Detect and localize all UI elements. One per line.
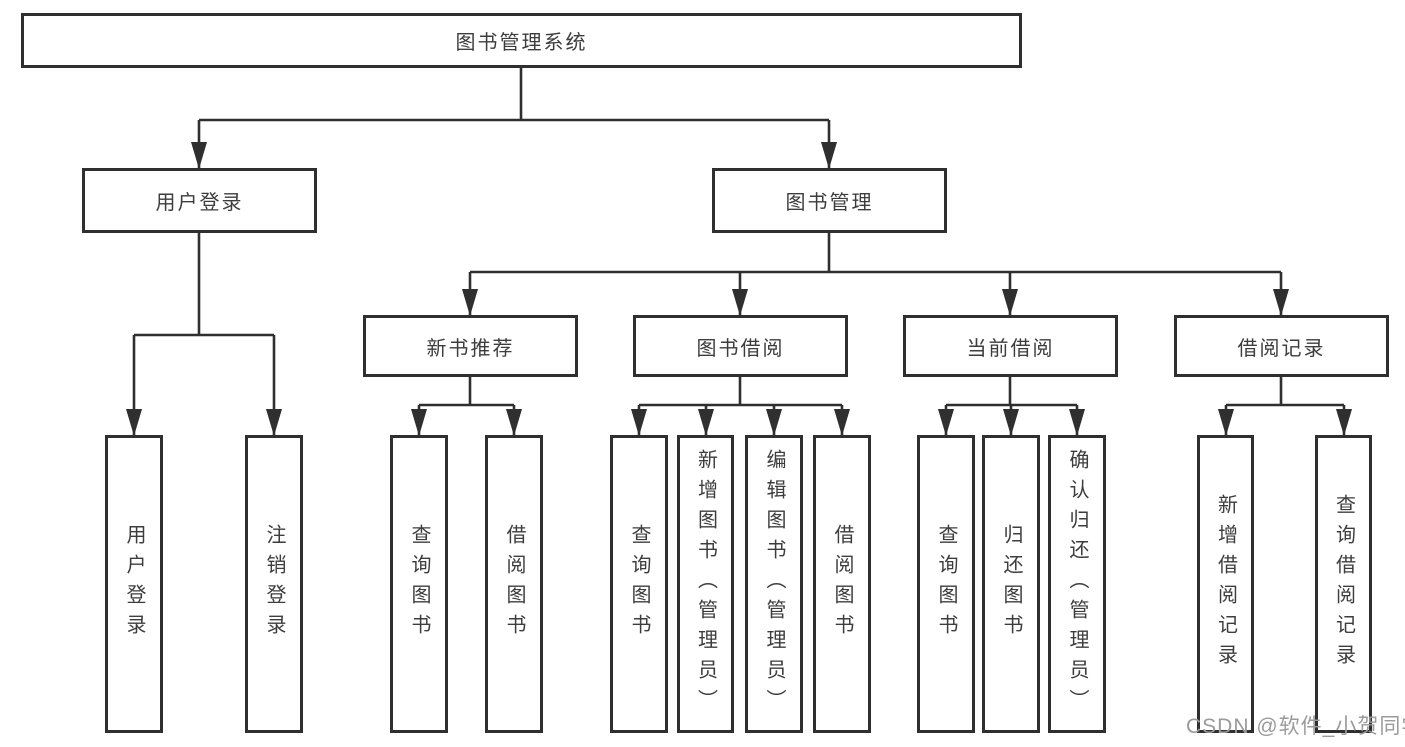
leaf-logout-label: 注销登录 xyxy=(263,524,285,644)
leaf-current-query-label: 查询图书 xyxy=(935,524,957,644)
connector-user-login-children xyxy=(126,233,282,436)
connector-current-children xyxy=(938,377,1085,436)
connector-new-books-children xyxy=(411,377,522,436)
leaf-borrow-borrow: 借阅图书 xyxy=(813,435,871,733)
leaf-borrow-add: 新增图书（管理员） xyxy=(677,435,734,733)
leaf-records-query: 查询借阅记录 xyxy=(1315,435,1372,733)
watermark: CSDN @软件_小贺同学 xyxy=(1186,715,1405,738)
leaf-logout: 注销登录 xyxy=(245,435,303,733)
leaf-records-add-label: 新增借阅记录 xyxy=(1214,494,1237,674)
leaf-current-return: 归还图书 xyxy=(982,435,1040,733)
connector-records-children xyxy=(1218,377,1352,436)
leaf-current-return-label: 归还图书 xyxy=(1000,524,1022,644)
leaf-user-login: 用户登录 xyxy=(105,435,163,733)
leaf-borrow-query: 查询图书 xyxy=(610,435,668,733)
connector-root-to-level2 xyxy=(191,68,837,169)
leaf-records-add: 新增借阅记录 xyxy=(1197,435,1254,733)
node-new-books: 新书推荐 xyxy=(363,315,578,377)
leaf-borrow-edit: 编辑图书（管理员） xyxy=(745,435,803,733)
leaf-current-confirm: 确认归还（管理员） xyxy=(1048,435,1106,733)
leaf-newbooks-query: 查询图书 xyxy=(390,435,448,733)
leaf-current-confirm-label: 确认归还（管理员） xyxy=(1066,449,1088,719)
leaf-borrow-add-label: 新增图书（管理员） xyxy=(694,449,717,719)
leaf-borrow-query-label: 查询图书 xyxy=(628,524,650,644)
node-borrow-records: 借阅记录 xyxy=(1174,315,1389,377)
leaf-newbooks-borrow: 借阅图书 xyxy=(485,435,543,733)
leaf-borrow-borrow-label: 借阅图书 xyxy=(831,524,853,644)
leaf-borrow-edit-label: 编辑图书（管理员） xyxy=(763,449,785,719)
node-book-mgmt: 图书管理 xyxy=(712,168,947,233)
leaf-user-login-label: 用户登录 xyxy=(123,524,145,644)
leaf-newbooks-query-label: 查询图书 xyxy=(408,524,430,644)
leaf-records-query-label: 查询借阅记录 xyxy=(1332,494,1355,674)
node-root: 图书管理系统 xyxy=(21,13,1022,68)
node-current-borrow: 当前借阅 xyxy=(903,315,1118,377)
node-book-borrow: 图书借阅 xyxy=(633,315,848,377)
leaf-newbooks-borrow-label: 借阅图书 xyxy=(503,524,525,644)
leaf-current-query: 查询图书 xyxy=(917,435,975,733)
connector-borrow-children xyxy=(631,377,850,436)
node-user-login: 用户登录 xyxy=(82,168,317,233)
connector-book-mgmt-children xyxy=(462,233,1289,316)
